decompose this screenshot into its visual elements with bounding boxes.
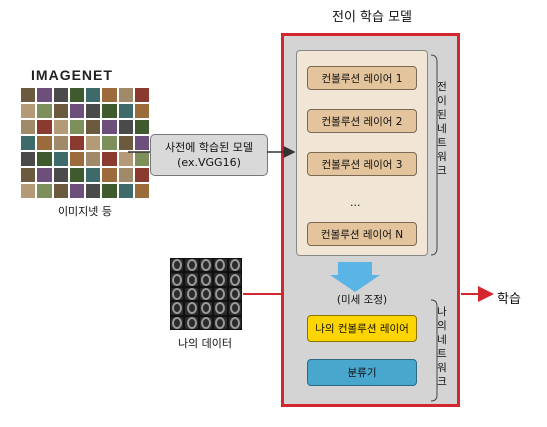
imagenet-caption: 이미지넷 등 [57, 205, 113, 218]
conv-layer-2: 컨볼루션 레이어 2 [307, 109, 417, 133]
my-data-caption: 나의 데이터 [177, 337, 233, 350]
pretrained-model-name: 사전에 학습된 모델 [165, 141, 253, 154]
my-network-label: 나의 네트워크 [437, 306, 447, 388]
transfer-bracket [430, 54, 438, 256]
imagenet-mosaic-image [21, 88, 149, 198]
my-data-image [170, 258, 242, 330]
conv-layer-1: 컨볼루션 레이어 1 [307, 66, 417, 90]
pretrained-model-box: 사전에 학습된 모델 (ex.VGG16) [150, 134, 268, 176]
layers-ellipsis: ... [350, 196, 361, 209]
my-network-bracket [430, 299, 438, 402]
fine-tune-down-arrow [330, 262, 380, 292]
output-label: 학습 [497, 292, 521, 307]
imagenet-logo: IMAGENET [31, 67, 113, 83]
classifier-box: 분류기 [307, 359, 417, 386]
diagram-title: 전이 학습 모델 [331, 10, 413, 25]
my-conv-layer: 나의 컨볼루션 레이어 [307, 315, 417, 342]
conv-layer-n: 컨볼루션 레이어 N [307, 222, 417, 246]
conv-layer-3: 컨볼루션 레이어 3 [307, 152, 417, 176]
transfer-network-label: 전이된 네트워크 [437, 81, 447, 177]
pretrained-model-example: (ex.VGG16) [177, 156, 241, 169]
fine-tune-label: (미세 조정) [336, 294, 388, 306]
